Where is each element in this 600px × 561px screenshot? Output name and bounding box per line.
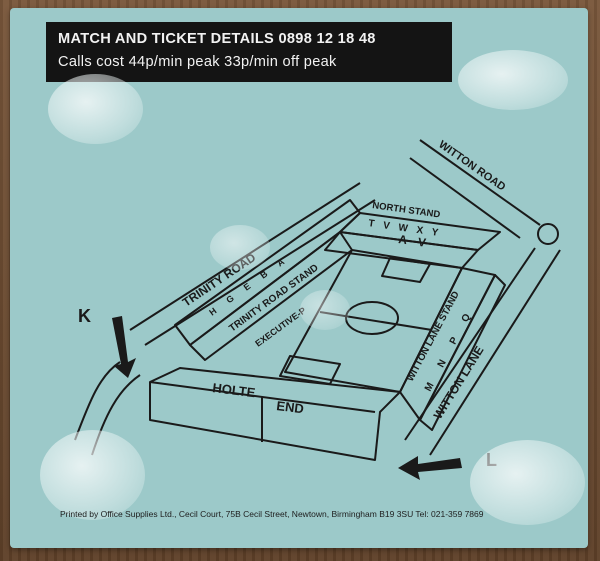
penalty-box-north bbox=[381, 257, 431, 283]
approach-path bbox=[74, 361, 121, 441]
entrance-k-label: K bbox=[78, 306, 91, 326]
glue-residue bbox=[210, 225, 270, 270]
glue-residue bbox=[40, 430, 145, 520]
witton-road-line bbox=[419, 139, 541, 226]
roundabout bbox=[537, 223, 559, 245]
witton-stand-edge bbox=[419, 274, 506, 431]
info-line-details: MATCH AND TICKET DETAILS 0898 12 18 48 bbox=[58, 31, 376, 47]
entrance-l-arrow bbox=[398, 456, 462, 480]
holte-label: HOLTE bbox=[212, 380, 257, 400]
trinity-road-line bbox=[144, 199, 376, 346]
printer-imprint: Printed by Office Supplies Ltd., Cecil C… bbox=[60, 509, 484, 519]
glue-residue bbox=[470, 440, 585, 525]
witton-lane-line bbox=[429, 249, 561, 456]
witton-road-line bbox=[409, 157, 521, 239]
centre-circle bbox=[345, 301, 399, 335]
holte-end-label: END bbox=[276, 398, 305, 416]
north-stand-av: A V bbox=[398, 232, 431, 250]
glue-residue bbox=[458, 50, 568, 110]
trinity-stand-shape bbox=[174, 199, 361, 346]
entrance-k-arrow bbox=[112, 316, 136, 378]
ticket-info-banner: MATCH AND TICKET DETAILS 0898 12 18 48 C… bbox=[46, 22, 452, 82]
info-line-call-cost: Calls cost 44p/min peak 33p/min off peak bbox=[58, 54, 337, 70]
holte-end-shape bbox=[149, 367, 401, 461]
glue-residue bbox=[48, 74, 143, 144]
glue-residue bbox=[300, 290, 350, 330]
north-stand-label: NORTH STAND bbox=[372, 200, 441, 220]
halfway-line bbox=[319, 311, 433, 331]
